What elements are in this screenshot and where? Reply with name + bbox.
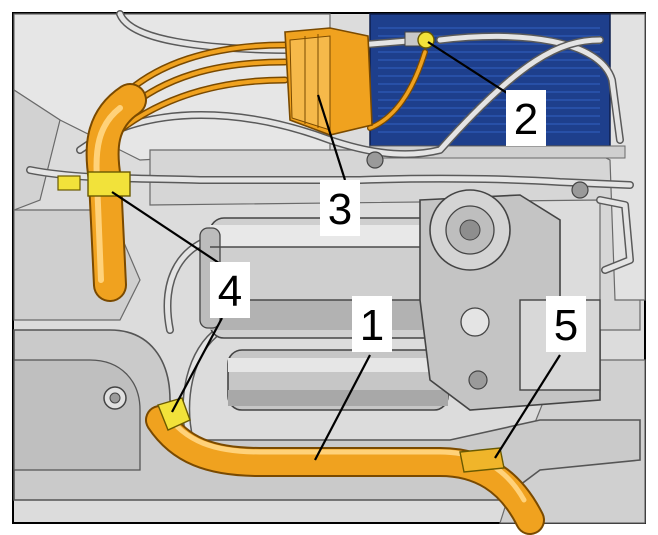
hose-clips [57, 171, 505, 473]
callout-label-4: 4 [210, 262, 250, 318]
callout-number-5: 5 [554, 301, 578, 350]
callout-label-3: 3 [320, 180, 360, 236]
sensor-fitting [404, 31, 435, 49]
leader-line-5 [494, 354, 561, 459]
callout-label-2: 2 [506, 90, 546, 146]
callout-number-2: 2 [514, 95, 538, 144]
leader-line-3 [316, 94, 347, 181]
air-line-horizontal [145, 405, 545, 535]
leader-lines [111, 41, 561, 461]
leader-line-1 [314, 354, 371, 461]
callout-number-4: 4 [218, 267, 242, 316]
callout-label-1: 1 [352, 296, 392, 352]
leader-line-4b [171, 317, 223, 413]
compressor-head [366, 151, 601, 411]
leader-line-2 [427, 41, 511, 96]
callout-label-5: 5 [546, 296, 586, 352]
callout-number-3: 3 [328, 185, 352, 234]
leader-line-4a [111, 191, 223, 266]
electrical-connector [284, 27, 373, 136]
air-dryer [227, 349, 449, 411]
callout-number-1: 1 [360, 301, 384, 350]
